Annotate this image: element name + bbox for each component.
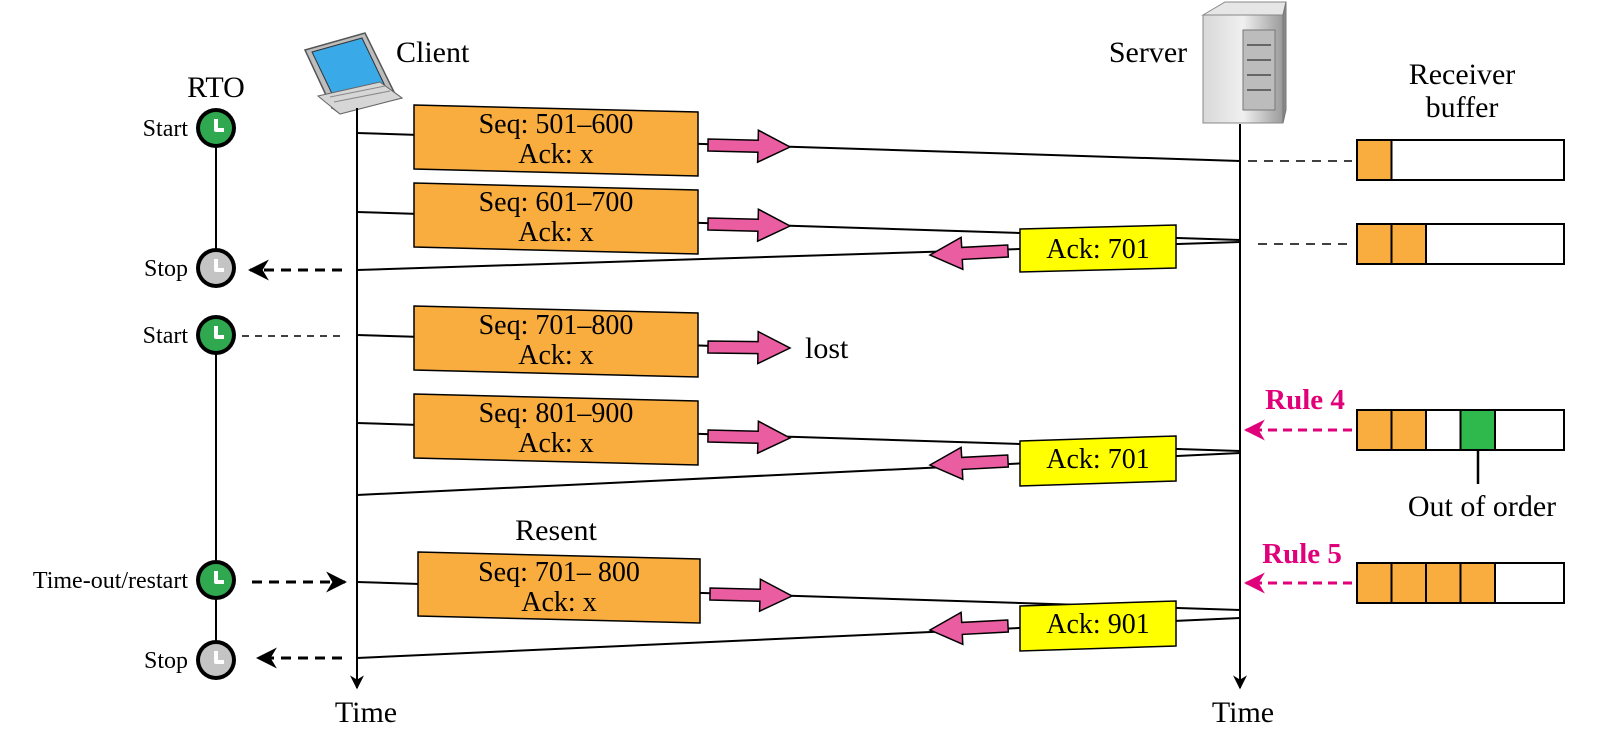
timer-event-label: Stop [144,256,188,282]
segment-box-3: Seq: 701–800 Ack: x [413,305,699,378]
segment-5-ack: Ack: x [521,587,596,618]
segment-4-arrow [707,419,792,455]
segment-1-arrow [707,128,792,164]
buffer-cell [1459,562,1496,604]
rule-4-label: Rule 4 [1265,384,1345,416]
timer-event-label: Start [143,323,189,349]
timer-5: Stop [144,640,236,680]
segment-1-seq: Seq: 501–600 [479,109,634,140]
buffer-cell [1356,409,1393,451]
ack-1-arrow [928,236,1010,271]
segment-box-4: Seq: 801–900 Ack: x [413,393,699,466]
receiver-buffers [1356,139,1565,604]
receiver-buffer-label-line2: buffer [1426,91,1499,124]
rto-label: RTO [187,71,245,104]
ack-box-3: Ack: 901 [1019,600,1177,652]
timer-1: Start [143,108,236,148]
laptop-icon [303,32,404,115]
ack-2-arrow [928,446,1010,481]
segment-box-5: Seq: 701– 800 Ack: x [417,551,701,624]
buffer-cell [1390,562,1427,604]
out-of-order-cell [1459,409,1496,451]
client-label: Client [396,36,470,69]
segment-5-arrow [709,577,794,613]
timer-3: Start [143,315,236,355]
timer-4: Time-out/restart [33,560,236,600]
segment-4-ack: Ack: x [518,428,593,459]
ack-3-arrow [928,611,1010,646]
receiver-buffer-4 [1356,562,1565,604]
server-label: Server [1109,36,1187,69]
server-time-label: Time [1212,696,1274,729]
receiver-buffer-2 [1356,223,1565,265]
segment-4-seq: Seq: 801–900 [479,398,634,429]
timer-event-label: Start [143,116,189,142]
segment-3-ack: Ack: x [518,340,593,371]
buffer-cell [1425,409,1462,451]
direction-arrows [707,128,1010,646]
client-time-label: Time [335,696,397,729]
buffer-cell [1390,409,1427,451]
receiver-buffer-label-line1: Receiver [1409,58,1516,91]
buffer-cell [1356,562,1393,604]
segment-3-seq: Seq: 701–800 [479,310,634,341]
buffer-cell [1390,223,1427,265]
buffer-cell [1425,562,1462,604]
segment-3-arrow [707,330,792,365]
segment-2-seq: Seq: 601–700 [479,187,634,218]
segment-2-arrow [707,207,792,243]
lost-label: lost [805,332,849,365]
segment-2-ack: Ack: x [518,217,593,248]
rule-5-label: Rule 5 [1262,538,1342,570]
ack-1-text: Ack: 701 [1046,234,1149,265]
server-icon [1201,1,1287,124]
ack-box-1: Ack: 701 [1019,224,1177,273]
receiver-buffer-1 [1356,139,1565,181]
ack-box-2: Ack: 701 [1019,435,1177,487]
buffer-cell [1356,139,1393,181]
timer-event-label: Time-out/restart [33,568,188,594]
segment-5-seq: Seq: 701– 800 [478,557,640,588]
timer-2: Stop [144,248,236,288]
out-of-order-label: Out of order [1408,490,1556,523]
segment-1-ack: Ack: x [518,139,593,170]
ack-2-text: Ack: 701 [1046,444,1149,475]
ack-3-text: Ack: 901 [1046,609,1149,640]
timer-event-label: Stop [144,648,188,674]
resent-label: Resent [515,514,597,547]
segment-box-2: Seq: 601–700 Ack: x [413,182,699,255]
buffer-cell [1356,223,1393,265]
receiver-buffer-3 [1356,409,1565,451]
segment-box-1: Seq: 501–600 Ack: x [413,104,699,177]
